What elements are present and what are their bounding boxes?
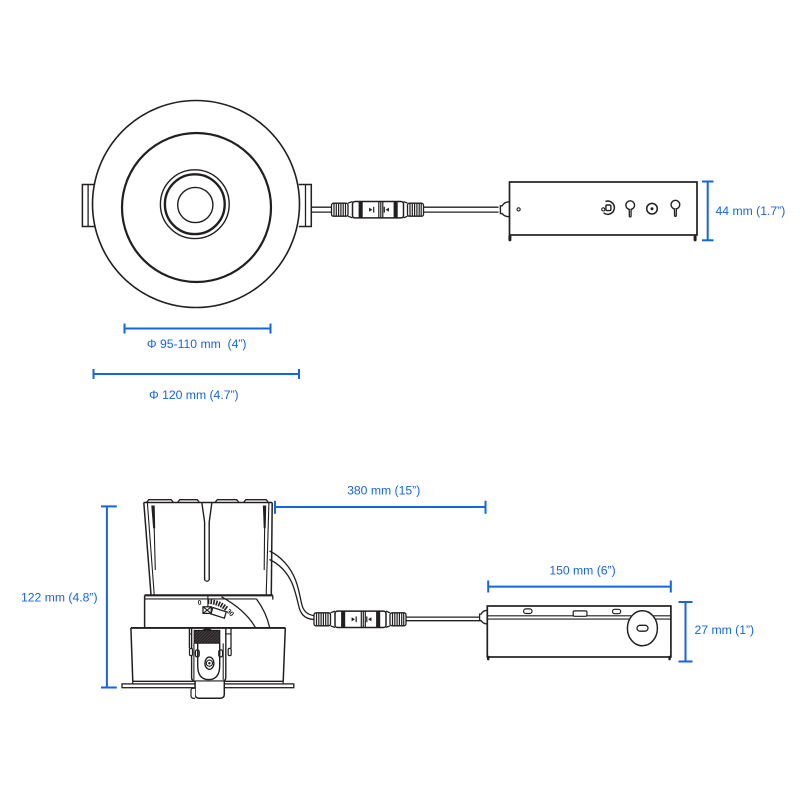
svg-text:150 mm (6”): 150 mm (6”) (549, 564, 615, 578)
svg-text:Φ 95-110 mm (4”): Φ 95-110 mm (4”) (147, 337, 247, 351)
svg-text:27 mm (1”): 27 mm (1”) (695, 623, 755, 637)
svg-text:0: 0 (197, 599, 202, 607)
svg-text:44 mm (1.7”): 44 mm (1.7”) (716, 204, 786, 218)
svg-text:380 mm (15”): 380 mm (15”) (347, 483, 420, 497)
svg-text:Φ 120 mm (4.7”): Φ 120 mm (4.7”) (149, 388, 239, 402)
svg-text:122 mm (4.8”): 122 mm (4.8”) (21, 590, 98, 604)
svg-text:30: 30 (225, 608, 235, 618)
